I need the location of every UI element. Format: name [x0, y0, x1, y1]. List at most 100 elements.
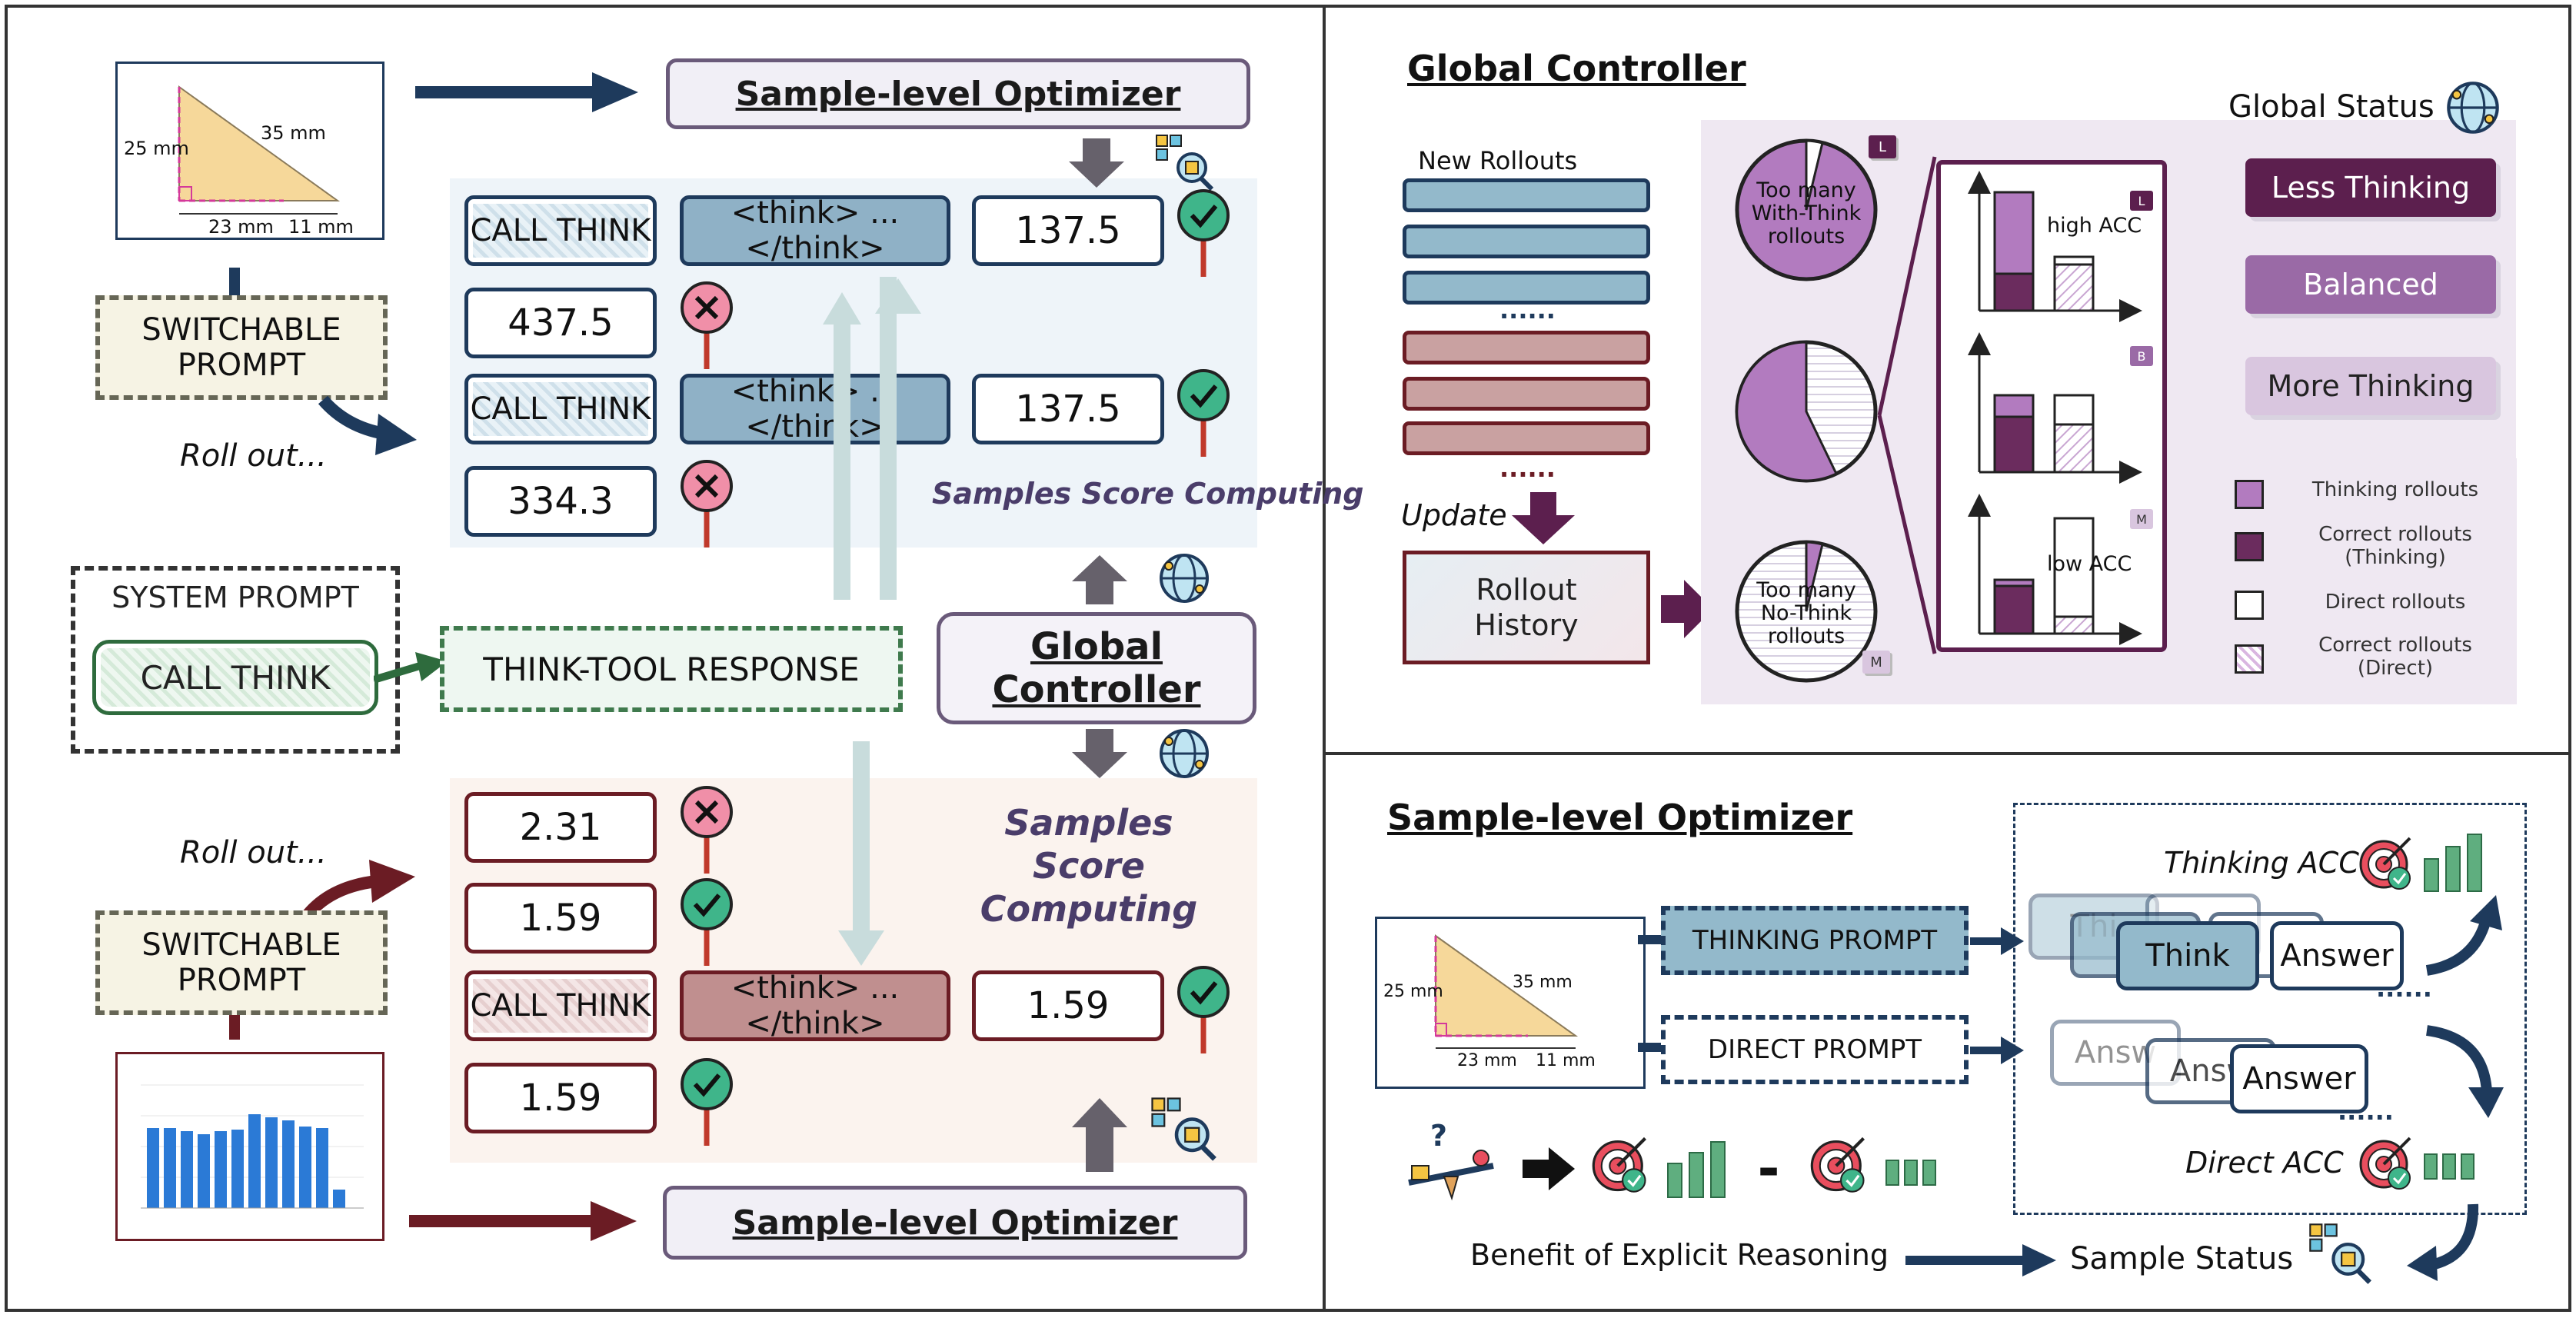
rollout-bar	[1403, 178, 1650, 212]
switchable-prompt-top: SWITCHABLE PROMPT	[95, 295, 388, 400]
acc-bar	[2461, 1153, 2474, 1180]
check-icon	[1177, 369, 1230, 457]
score-box-top-2: 437.5	[464, 288, 657, 358]
ellipsis: ......	[2338, 1097, 2394, 1126]
bottom-optimizer-box: Sample-level Optimizer	[663, 1186, 1247, 1260]
pie-no-think: Too many No-Think rollouts	[1732, 537, 1881, 686]
rollout-bar-red	[1403, 377, 1650, 411]
triangle-label-b2: 11 mm	[1536, 1051, 1596, 1070]
acc-chart-frame: high ACC low ACC L B M	[1936, 160, 2167, 652]
status-balanced: Balanced	[2245, 255, 2496, 314]
legend-label-correct-direct: Correct rollouts (Direct)	[2318, 634, 2472, 680]
acc-bar	[1885, 1160, 1899, 1186]
pie-with-think: Too many With-Think rollouts	[1732, 135, 1881, 285]
acc-bar	[1667, 1163, 1682, 1198]
globe-icon	[1157, 726, 1212, 781]
settings-search-icon	[1149, 1095, 1218, 1164]
arrow-to-top-optimizer	[415, 72, 638, 112]
triangle-label-b1: 23 mm	[1457, 1051, 1517, 1070]
status-less-thinking: Less Thinking	[2245, 158, 2496, 217]
acc-bar	[2424, 1153, 2438, 1180]
legend-label-thinking: Thinking rollouts	[2311, 478, 2479, 501]
legend-swatch-direct	[2235, 591, 2264, 620]
score-box-top-1: 137.5	[972, 195, 1164, 266]
roll-out-label-top: Roll out...	[180, 438, 327, 474]
thinking-acc-bars-small	[1667, 1140, 1744, 1201]
pie-balanced	[1732, 337, 1881, 486]
acc-bar	[1710, 1141, 1726, 1198]
legend-swatch-correct-thinking	[2235, 532, 2264, 561]
top-optimizer-box: Sample-level Optimizer	[666, 58, 1250, 129]
pie-top-label: Too many With-Think rollouts	[1751, 178, 1862, 248]
acc-bar	[1922, 1160, 1936, 1186]
target-icon	[2356, 832, 2418, 894]
target-icon	[2356, 1132, 2418, 1193]
ellipsis: ......	[1499, 454, 1556, 483]
upward-flow-arrows	[823, 277, 897, 600]
benefit-label: Benefit of Explicit Reasoning	[1470, 1238, 1889, 1272]
update-label: Update	[1401, 498, 1507, 532]
results-frame	[2013, 803, 2527, 1215]
rollout-bar	[1403, 271, 1650, 305]
arrow-benefit	[1523, 1147, 1575, 1190]
score-box-bottom-2: 1.59	[464, 883, 657, 954]
call-think-system-box: CALL THINK	[92, 640, 378, 715]
tag-b-icon: B	[2130, 346, 2153, 366]
tag-l-icon: L	[2130, 191, 2153, 211]
thinking-acc-bars	[2424, 830, 2493, 892]
so-panel-title: Sample-level Optimizer	[1387, 797, 1853, 838]
connector-triangle-to-prompt	[229, 268, 240, 295]
score-box-top-4: 334.3	[464, 466, 657, 537]
acc-bar	[1904, 1160, 1918, 1186]
upward-arrow-right	[875, 278, 921, 314]
minus-sign: -	[1757, 1137, 1780, 1200]
acc-bar	[2445, 846, 2461, 892]
system-prompt-title: SYSTEM PROMPT	[111, 581, 359, 614]
triangle-label-b2: 11 mm	[288, 216, 354, 238]
acc-bar	[2442, 1153, 2456, 1180]
check-icon	[1177, 189, 1230, 277]
rollout-bar-red	[1403, 331, 1650, 364]
global-controller-box: Global Controller	[937, 612, 1256, 724]
svg-text:?: ?	[1430, 1120, 1447, 1153]
curve-arrow-to-status	[2407, 1203, 2479, 1281]
update-arrow	[1512, 492, 1575, 544]
samples-score-computing-bottom: Samples Score Computing	[980, 802, 1198, 930]
legend-label-direct: Direct rollouts	[2325, 591, 2466, 614]
samples-score-computing-top: Samples Score Computing	[932, 477, 1364, 511]
check-icon	[681, 1058, 733, 1146]
system-prompt-box: SYSTEM PROMPT CALL THINK	[71, 566, 400, 754]
rollout-bar	[1403, 225, 1650, 258]
high-acc-label: high ACC	[2047, 214, 2142, 238]
gc-panel-title: Global Controller	[1407, 48, 1746, 89]
sample-status-label: Sample Status	[2070, 1241, 2294, 1276]
score-box-bottom-1: 2.31	[464, 792, 657, 863]
globe-icon	[1157, 551, 1212, 606]
ellipsis: ......	[1499, 295, 1556, 325]
think-tool-response-box: THINK-TOOL RESPONSE	[440, 626, 903, 712]
acc-bar	[2467, 834, 2482, 892]
think-box: Think	[2116, 921, 2259, 990]
rollout-bar-red	[1403, 421, 1650, 455]
legend-label-correct-thinking: Correct rollouts (Thinking)	[2318, 523, 2472, 569]
arrow-thinking-prompt	[1970, 927, 2024, 955]
arrow-history-to-analysis	[1661, 580, 1713, 638]
arrow-direct-prompt	[1970, 1037, 2024, 1064]
acc-bar	[1689, 1152, 1704, 1198]
curve-arrow-thinking	[2425, 895, 2502, 976]
arrow-down-from-top-optimizer	[1069, 138, 1124, 188]
new-rollouts-label: New Rollouts	[1418, 146, 1578, 175]
status-more-thinking: More Thinking	[2245, 357, 2496, 415]
cross-icon	[681, 460, 733, 548]
thinking-prompt-box: THINKING PROMPT	[1661, 906, 1969, 975]
legend-swatch-thinking	[2235, 480, 2264, 509]
bar-chart-thumbnail	[115, 1052, 384, 1241]
score-box-top-3: 137.5	[972, 374, 1164, 444]
tag-l-icon: L	[1869, 135, 1896, 158]
think-tag-box-3: <think> ... </think>	[680, 970, 950, 1041]
arrow-up-from-bottom-optimizer	[1072, 1098, 1127, 1172]
triangle-label-a: 25 mm	[1383, 982, 1443, 1001]
score-box-bottom-3: 1.59	[972, 970, 1164, 1041]
legend-swatch-correct-direct	[2235, 644, 2264, 674]
target-icon	[1589, 1132, 1653, 1197]
